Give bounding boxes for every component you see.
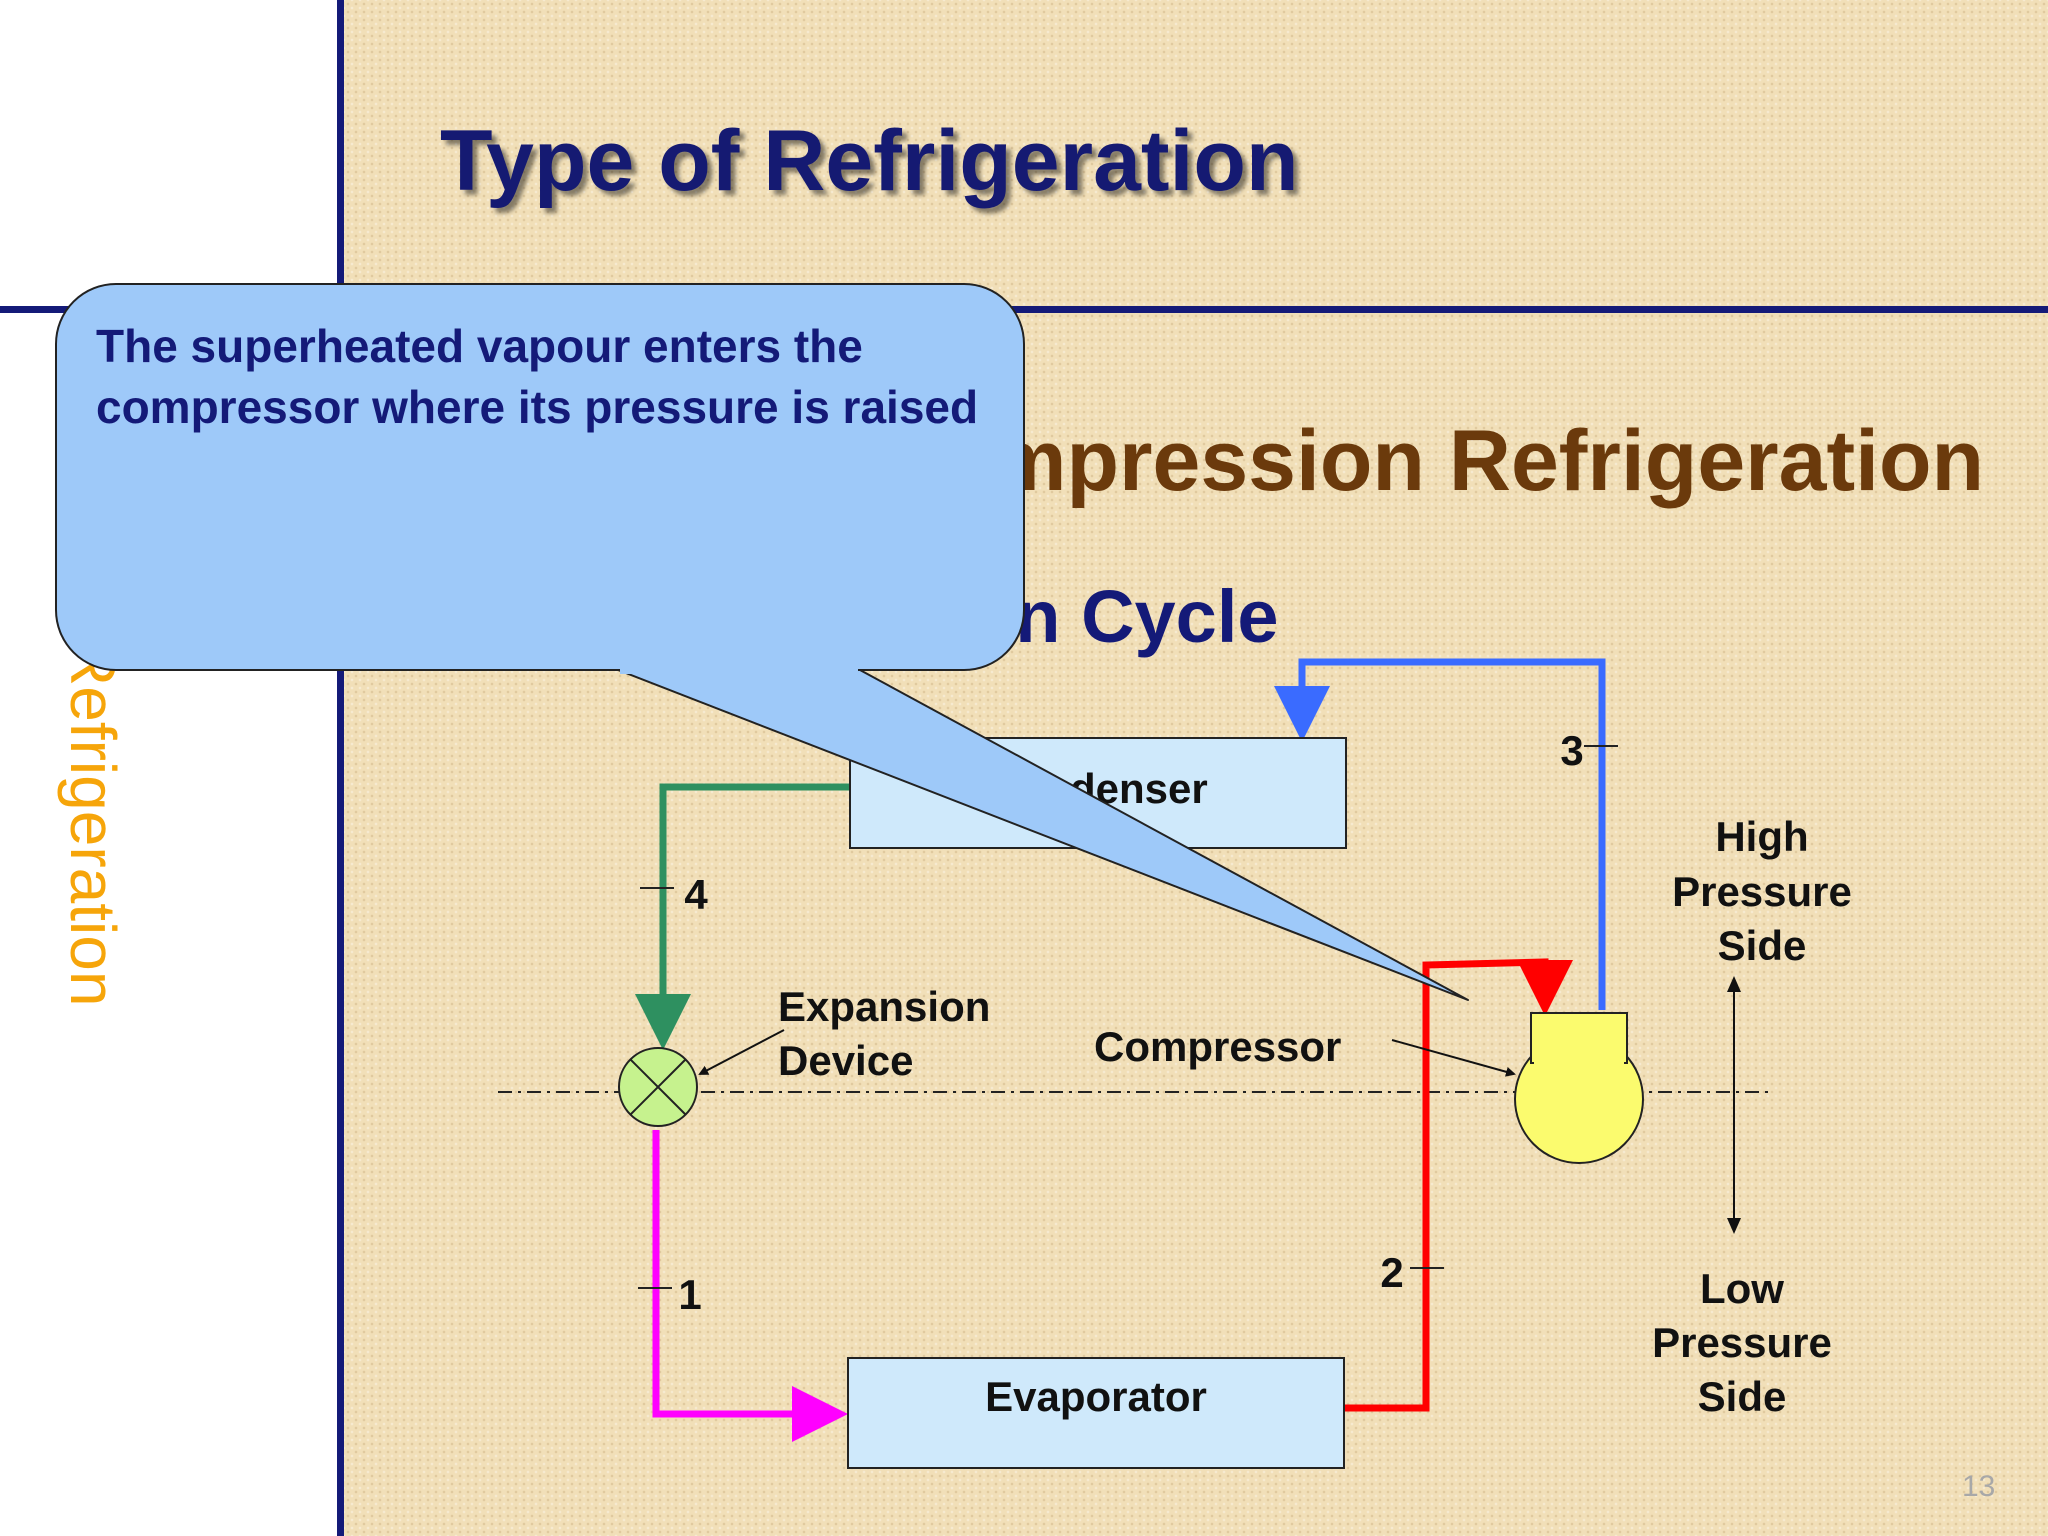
expansion-device-symbol [618, 1047, 698, 1127]
point-4-label: 4 [684, 871, 708, 918]
line-4-condenser-to-expansion [635, 783, 850, 1050]
evaporator-label: Evaporator [985, 1373, 1207, 1420]
high-pressure-line-2: Pressure [1672, 868, 1852, 915]
left-panel [0, 0, 337, 1536]
low-pressure-line-3: Side [1698, 1373, 1787, 1420]
pressure-arrow [1727, 976, 1741, 1234]
slide-title: Type of Refrigeration [440, 113, 1299, 209]
compressor-symbol [1514, 1012, 1644, 1164]
high-pressure-line-3: Side [1718, 922, 1807, 969]
compressor-pointer [1391, 1039, 1516, 1077]
low-pressure-line-1: Low [1700, 1265, 1784, 1312]
point-1-label: 1 [678, 1271, 701, 1318]
page-number: 13 [1962, 1470, 1996, 1503]
vertical-divider [337, 0, 344, 1536]
line-1-expansion-to-evaporator [652, 1130, 848, 1442]
low-pressure-line-2: Pressure [1652, 1319, 1832, 1366]
evaporator-box [847, 1357, 1345, 1469]
point-3-label: 3 [1560, 727, 1583, 774]
line-3-compressor-to-condenser [1274, 658, 1606, 1010]
callout-text: The superheated vapour enters the compre… [96, 320, 979, 433]
expansion-pointer [698, 1029, 785, 1075]
expansion-label-line-2: Device [778, 1037, 913, 1084]
point-2-label: 2 [1380, 1249, 1403, 1296]
horizontal-divider [0, 306, 2048, 313]
line-2-evaporator-to-compressor [1344, 958, 1573, 1412]
compressor-label: Compressor [1094, 1023, 1341, 1070]
high-pressure-line-1: High [1715, 813, 1808, 860]
expansion-label-line-1: Expansion [778, 983, 990, 1030]
callout-bubble [55, 283, 1469, 1001]
